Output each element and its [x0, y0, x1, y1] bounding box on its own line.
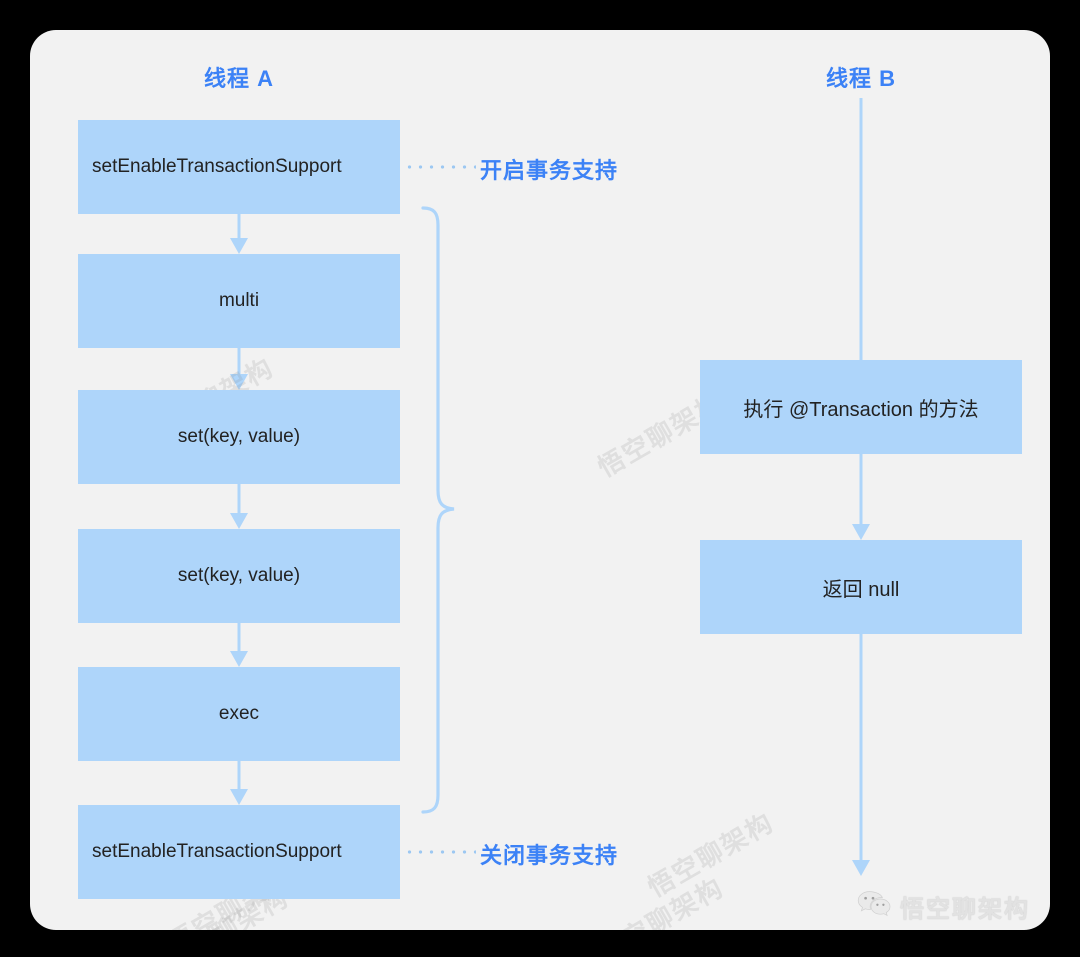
- arrow-a1-to-a2: [225, 214, 253, 254]
- arrow-a2-to-a3: [225, 348, 253, 390]
- annotation-disable-transaction: 关闭事务支持: [480, 843, 619, 868]
- watermark-text: 悟空聊架构: [643, 807, 780, 904]
- arrow-shaft: [237, 214, 241, 238]
- dotted-connector-enable-tx: [404, 165, 476, 169]
- arrow-head: [230, 789, 248, 805]
- wechat-icon-glyph: [857, 890, 891, 916]
- node-return-null[interactable]: 返回 null: [700, 540, 1022, 634]
- arrow-a5-to-a6: [225, 761, 253, 805]
- node-multi[interactable]: multi: [78, 254, 400, 348]
- node-set-key-value-1[interactable]: set(key, value): [78, 390, 400, 484]
- node-set-enable-transaction-support-off[interactable]: setEnableTransactionSupport: [78, 805, 400, 899]
- arrow-shaft: [237, 623, 241, 651]
- arrow-head: [230, 238, 248, 254]
- node-exec[interactable]: exec: [78, 667, 400, 761]
- brace-icon: [421, 206, 455, 814]
- arrow-head: [230, 513, 248, 529]
- annotation-enable-transaction: 开启事务支持: [480, 158, 619, 183]
- arrow-shaft: [859, 454, 863, 524]
- arrow-shaft: [859, 98, 863, 360]
- arrow-a4-to-a5: [225, 623, 253, 667]
- badge-label: 悟空聊架构: [900, 894, 1030, 923]
- node-set-enable-transaction-support-on[interactable]: setEnableTransactionSupport: [78, 120, 400, 214]
- arrow-a3-to-a4: [225, 484, 253, 529]
- arrow-thread-b-end: [847, 634, 875, 876]
- arrow-head: [852, 860, 870, 876]
- wechat-icon: [857, 890, 891, 923]
- arrow-shaft: [237, 484, 241, 513]
- arrow-shaft: [859, 634, 863, 860]
- arrow-head: [230, 374, 248, 390]
- node-set-key-value-2[interactable]: set(key, value): [78, 529, 400, 623]
- wechat-badge: 悟空聊架构: [847, 884, 1044, 928]
- dotted-connector-disable-tx: [404, 850, 476, 854]
- transaction-scope-brace: [420, 205, 460, 820]
- diagram-canvas: 悟空聊架构 悟空聊架构 悟空聊架构 悟空聊架构 悟空聊架构 悟空聊架构 线程 A…: [30, 30, 1050, 930]
- node-execute-transaction-method[interactable]: 执行 @Transaction 的方法: [700, 360, 1022, 454]
- arrow-head: [230, 651, 248, 667]
- arrow-thread-b-start: [847, 98, 875, 360]
- arrow-shaft: [237, 348, 241, 374]
- thread-b-title: 线程 B: [825, 66, 896, 91]
- arrow-shaft: [237, 761, 241, 789]
- thread-a-title: 线程 A: [203, 66, 274, 91]
- watermark-text: 悟空聊架构: [593, 872, 730, 930]
- arrow-b1-to-b2: [847, 454, 875, 540]
- arrow-head: [852, 524, 870, 540]
